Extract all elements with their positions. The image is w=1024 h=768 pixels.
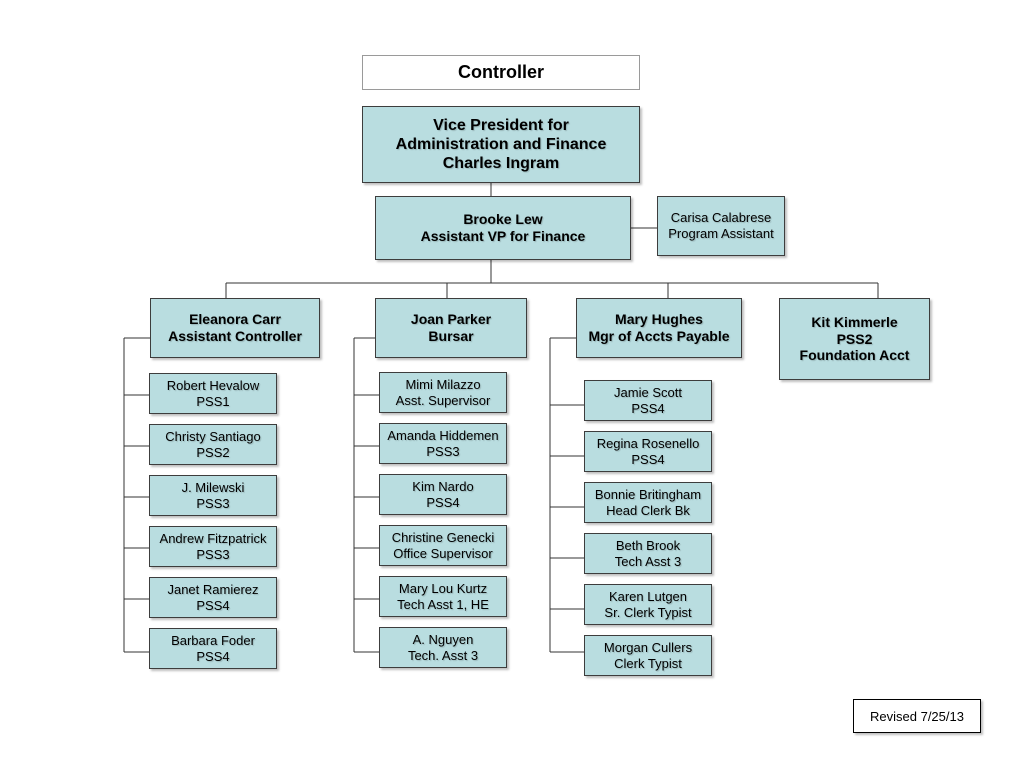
node-staff-name: Bonnie Britingham [594,486,702,502]
node-staff: Janet Ramierez PSS4 [149,577,277,618]
node-staff-name: Mary Lou Kurtz [398,580,488,596]
revised-date-box: Revised 7/25/13 [853,699,981,733]
node-manager-line2: Bursar [428,328,474,344]
node-manager-line2: Mgr of Accts Payable [588,328,730,344]
node-staff-role: Tech Asst 3 [614,553,682,569]
node-staff: Christine Genecki Office Supervisor [379,525,507,566]
node-staff-name: Mimi Milazzo [405,376,481,392]
node-staff-name: Regina Rosenello [596,435,700,451]
node-manager-line1: Kit Kimmerle [811,313,898,330]
node-staff-role: PSS4 [426,494,460,510]
node-avp-line1: Brooke Lew [463,211,543,228]
node-staff-role: Tech Asst 1, HE [397,596,489,612]
node-staff: Amanda Hiddemen PSS3 [379,423,507,464]
node-staff: Barbara Foder PSS4 [149,628,277,669]
node-manager-line1: Eleanora Carr [189,311,281,328]
node-avp-line2: Assistant VP for Finance [420,228,586,244]
node-staff-role: PSS4 [196,597,230,613]
node-staff: A. Nguyen Tech. Asst 3 [379,627,507,668]
node-staff-name: Amanda Hiddemen [387,427,499,443]
node-manager: Mary Hughes Mgr of Accts Payable [576,298,742,358]
node-staff: Kim Nardo PSS4 [379,474,507,515]
node-vp-line2: Administration and Finance [395,135,607,153]
node-staff-role: Sr. Clerk Typist [604,604,692,620]
node-program-assistant: Carisa Calabrese Program Assistant [657,196,785,256]
node-staff-role: PSS3 [196,546,230,562]
node-staff-role: Asst. Supervisor [395,392,491,408]
node-staff: Regina Rosenello PSS4 [584,431,712,472]
node-manager-line2: Assistant Controller [168,328,302,344]
node-staff: J. Milewski PSS3 [149,475,277,516]
node-staff: Mimi Milazzo Asst. Supervisor [379,372,507,413]
node-staff: Andrew Fitzpatrick PSS3 [149,526,277,567]
node-staff-name: Beth Brook [615,537,681,553]
node-staff-role: Office Supervisor [393,545,493,561]
chart-title-text: Controller [457,62,544,82]
node-manager: Eleanora Carr Assistant Controller [150,298,320,358]
node-vp-line3: Charles Ingram [442,155,560,173]
node-staff-role: Head Clerk Bk [606,502,690,518]
node-staff: Robert Hevalow PSS1 [149,373,277,414]
node-manager-line2: PSS2 [836,330,873,347]
node-vp: Vice President for Administration and Fi… [362,106,640,183]
node-staff-role: PSS4 [196,648,230,664]
node-manager: Kit Kimmerle PSS2 Foundation Acct [779,298,930,380]
node-staff-name: Jamie Scott [614,384,682,400]
node-staff: Mary Lou Kurtz Tech Asst 1, HE [379,576,507,617]
node-staff-name: A. Nguyen [412,631,474,647]
node-staff-name: Barbara Foder [171,632,255,648]
node-staff-role: PSS3 [426,443,460,459]
node-staff: Christy Santiago PSS2 [149,424,277,465]
node-avp: Brooke Lew Assistant VP for Finance [375,196,631,260]
node-staff-name: Morgan Cullers [603,639,693,655]
chart-title: Controller [362,55,640,90]
node-manager-line1: Joan Parker [410,311,492,328]
node-staff-role: PSS2 [196,444,230,460]
node-staff-name: Christy Santiago [165,428,261,444]
node-staff-role: PSS1 [196,393,230,409]
node-staff-name: Janet Ramierez [167,581,259,597]
node-staff-name: Kim Nardo [412,478,474,494]
node-staff-role: PSS3 [196,495,230,511]
node-staff: Morgan Cullers Clerk Typist [584,635,712,676]
node-staff-role: Tech. Asst 3 [407,647,479,663]
revised-date-text: Revised 7/25/13 [870,708,964,724]
node-manager-line1: Mary Hughes [615,311,703,328]
node-staff-role: PSS4 [631,400,665,416]
node-program-assistant-line2: Program Assistant [668,226,774,241]
node-staff: Bonnie Britingham Head Clerk Bk [584,482,712,523]
node-staff-name: Christine Genecki [391,529,495,545]
node-program-assistant-line1: Carisa Calabrese [670,210,772,226]
node-staff: Jamie Scott PSS4 [584,380,712,421]
node-staff-role: PSS4 [631,451,665,467]
node-staff-role: Clerk Typist [614,655,682,671]
node-staff-name: J. Milewski [181,479,245,495]
node-staff: Karen Lutgen Sr. Clerk Typist [584,584,712,625]
node-staff-name: Robert Hevalow [166,377,260,393]
node-staff: Beth Brook Tech Asst 3 [584,533,712,574]
node-vp-line1: Vice President for [433,116,569,134]
node-staff-name: Andrew Fitzpatrick [159,530,267,546]
node-manager-line3: Foundation Acct [799,347,910,364]
node-manager: Joan Parker Bursar [375,298,527,358]
node-staff-name: Karen Lutgen [608,588,688,604]
